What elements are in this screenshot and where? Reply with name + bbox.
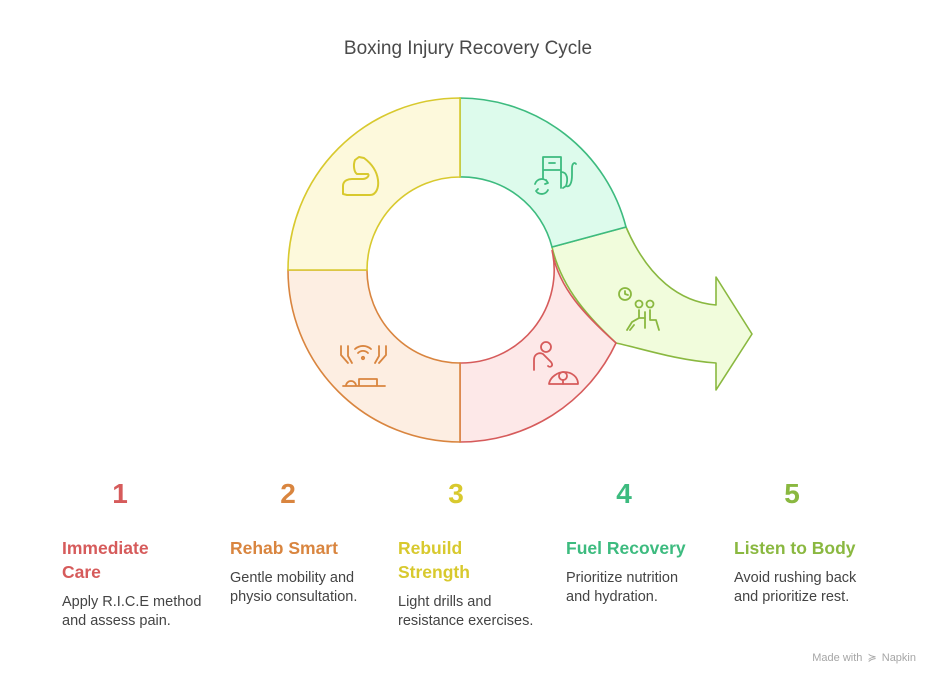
step-description: Gentle mobility and physio consultation.	[230, 570, 358, 605]
made-with-napkin-badge[interactable]: Made with ≽ Napkin	[812, 651, 916, 664]
cycle-segment-rebuild-strength	[287, 97, 461, 271]
step-number: 1	[112, 478, 128, 509]
fuel-pump-refresh-icon	[534, 156, 577, 195]
made-with-label: Made with	[812, 652, 863, 664]
cycle-segment-rehab-smart	[287, 269, 461, 443]
rest-clock-people-icon	[618, 287, 660, 331]
step-number: 5	[784, 478, 800, 509]
step-number: 2	[280, 478, 296, 509]
step-number: 3	[448, 478, 464, 509]
cycle-segment-immediate-care	[459, 249, 617, 443]
cycle-segment-listen-to-body	[551, 226, 753, 391]
physio-hands-icon	[340, 345, 387, 387]
step-heading: Fuel Recovery	[566, 538, 686, 558]
step-2: 2 Rehab Smart Gentle mobility and physio…	[230, 478, 390, 607]
step-description: Light drills and resistance exercises.	[398, 594, 534, 629]
step-heading: Immediate Care	[62, 538, 149, 582]
step-description: Prioritize nutrition and hydration.	[566, 570, 679, 605]
step-description: Avoid rushing back and prioritize rest.	[734, 570, 857, 605]
caregiver-patient-icon	[533, 341, 579, 385]
napkin-logo-icon: ≽	[867, 652, 877, 664]
step-heading: Rehab Smart	[230, 538, 338, 558]
step-heading: Listen to Body	[734, 538, 856, 558]
step-1: 1 Immediate Care Apply R.I.C.E method an…	[62, 478, 222, 631]
step-number: 4	[616, 478, 632, 509]
step-description: Apply R.I.C.E method and assess pain.	[62, 594, 202, 629]
step-5: 5 Listen to Body Avoid rushing back and …	[734, 478, 894, 607]
step-3: 3 Rebuild Strength Light drills and resi…	[398, 478, 558, 631]
flexed-arm-icon	[342, 156, 380, 196]
step-4: 4 Fuel Recovery Prioritize nutrition and…	[566, 478, 726, 607]
step-heading: Rebuild Strength	[398, 538, 470, 582]
diagram-title: Boxing Injury Recovery Cycle	[343, 38, 593, 59]
napkin-brand-label: Napkin	[881, 652, 916, 664]
